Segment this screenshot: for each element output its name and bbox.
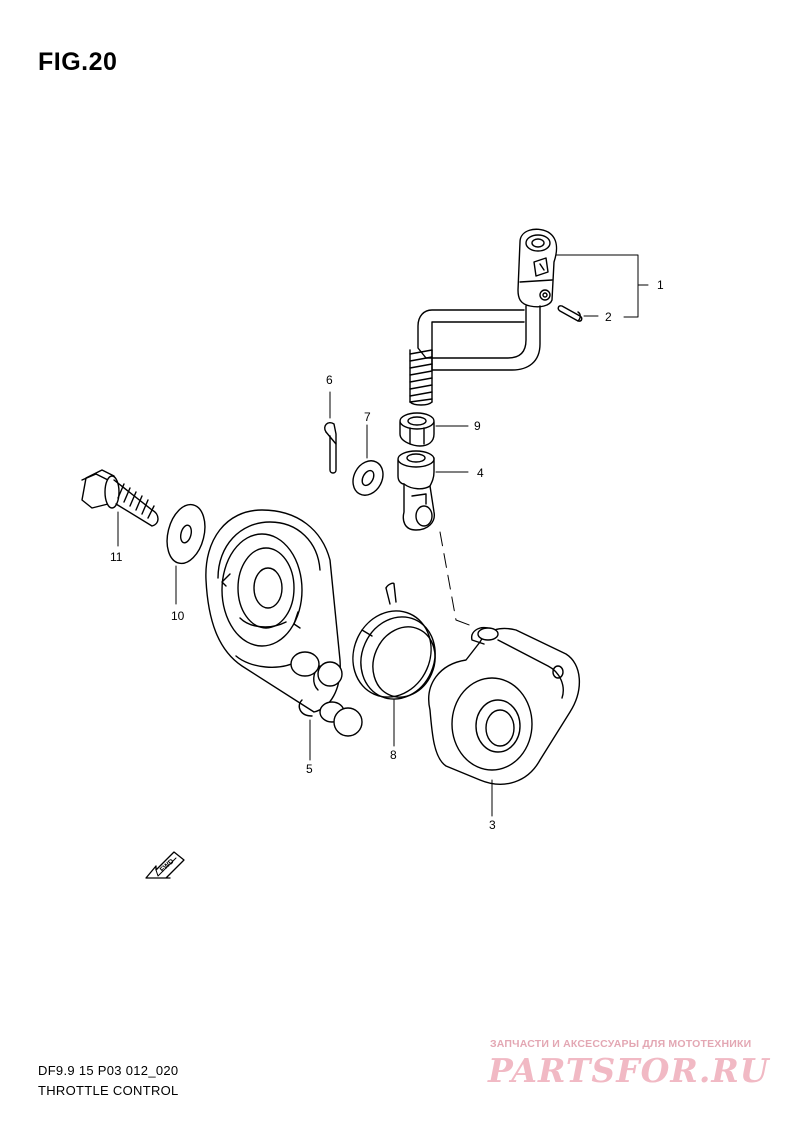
footer-name: THROTTLE CONTROL (38, 1083, 179, 1098)
callout-6: 6 (326, 373, 333, 387)
callout-5: 5 (306, 762, 313, 776)
watermark-brand: PARTSFOR.RU (488, 1051, 770, 1090)
part-9-nut[interactable] (399, 412, 435, 447)
part-3-throttle-housing[interactable] (428, 626, 581, 785)
part-10-washer[interactable] (161, 501, 210, 568)
figure-title: FIG.20 (38, 48, 118, 76)
callout-3: 3 (489, 818, 496, 832)
callout-8: 8 (390, 748, 397, 762)
callout-10: 10 (171, 609, 185, 623)
leader-lines (117, 254, 649, 817)
part-11-flange-bolt[interactable] (81, 469, 159, 527)
callout-labels: 1 2 3 4 5 6 7 8 9 10 11 (110, 278, 664, 832)
part-4-rod-end[interactable] (397, 450, 435, 531)
callout-9: 9 (474, 419, 481, 433)
part-8-spring[interactable] (339, 582, 448, 711)
callout-4: 4 (477, 466, 484, 480)
callout-2: 2 (605, 310, 612, 324)
part-5-throttle-cam[interactable] (205, 509, 363, 737)
callout-7: 7 (364, 410, 371, 424)
callout-11: 11 (110, 550, 123, 564)
watermark-tagline: ЗАПЧАСТИ И АКСЕССУАРЫ ДЛЯ МОТОТЕХНИКИ (490, 1038, 752, 1050)
assembly-line (439, 531, 473, 627)
part-1-throttle-rod[interactable] (409, 228, 558, 406)
callout-1: 1 (657, 278, 664, 292)
part-7-washer[interactable] (347, 456, 389, 501)
part-6-cotter-pin[interactable] (324, 422, 337, 474)
part-2-pin[interactable] (557, 305, 583, 322)
fwd-arrow-icon: FWD (145, 851, 185, 879)
footer-code: DF9.9 15 P03 012_020 (38, 1063, 179, 1078)
